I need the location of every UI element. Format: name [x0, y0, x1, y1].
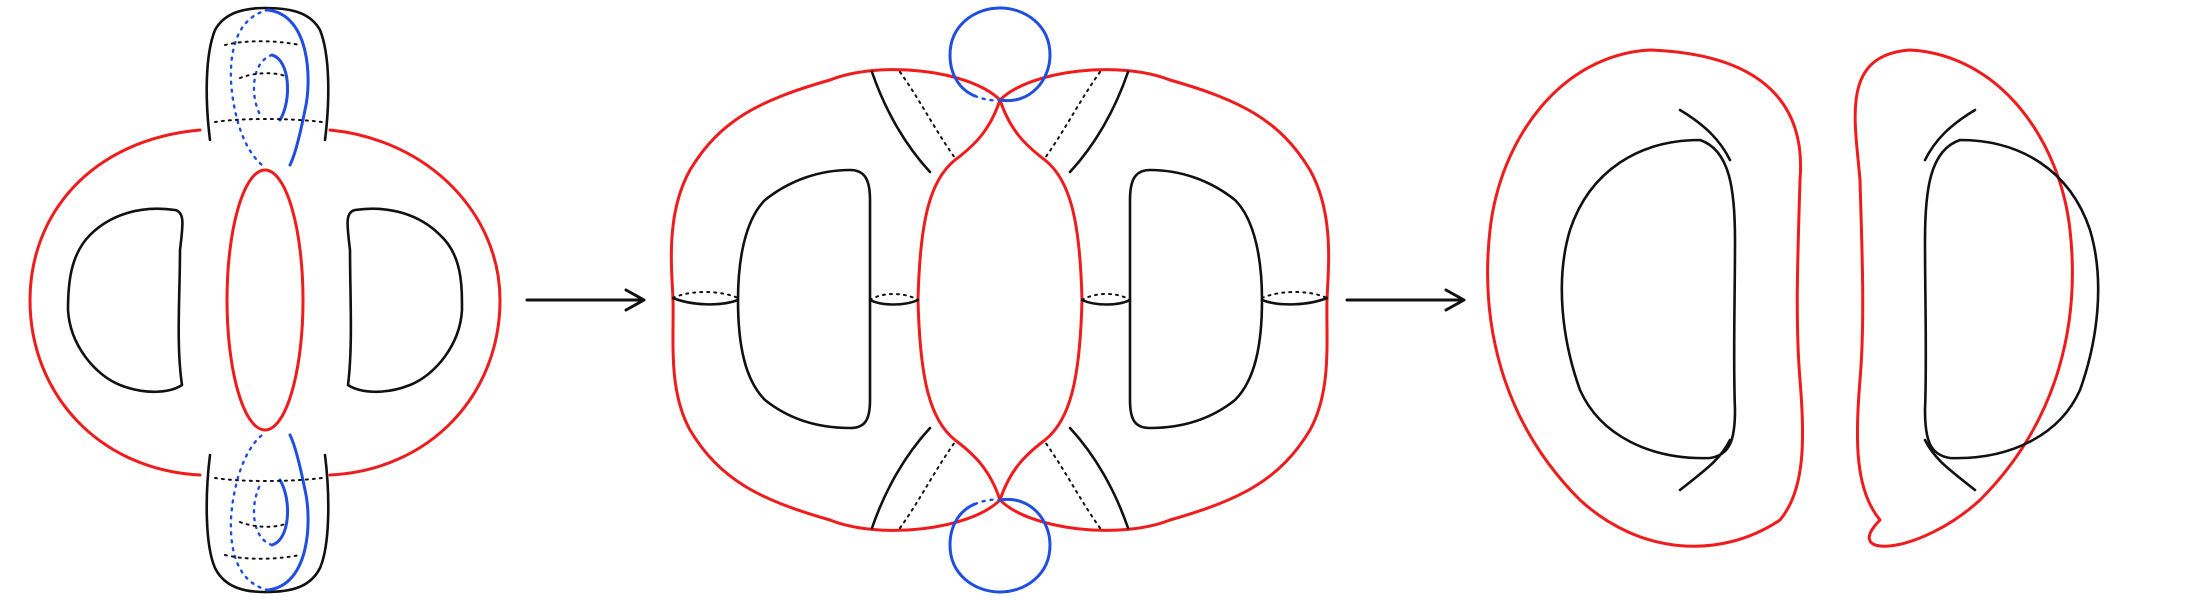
fold-bottom-left: [870, 426, 932, 530]
right-outer-neck-dotted: [1261, 291, 1328, 299]
left-surface-cut-top: [1678, 108, 1732, 162]
fold-top-right-dotted: [1044, 71, 1101, 159]
right-inner-neck-dotted: [1081, 293, 1131, 301]
top-blue-circle-dotted: [973, 94, 1002, 102]
right-outer-neck: [1260, 296, 1329, 306]
bottom-meridian-solid: [266, 433, 310, 592]
central-region: [916, 98, 1084, 502]
bottom-handle-dots-1: [224, 554, 301, 560]
top-blue-circle: [948, 6, 1052, 103]
left-outer-neck: [671, 296, 740, 306]
left-inner-neck: [868, 298, 920, 306]
top-handle-left-wall: [205, 6, 267, 142]
bottom-handle: [205, 433, 330, 594]
panel-two-resulting-surfaces: [1486, 48, 2100, 548]
fold-top-right: [1068, 70, 1130, 174]
right-inner-neck: [1080, 298, 1132, 306]
top-handle: [205, 6, 330, 167]
bottom-meridian-dotted: [229, 433, 270, 592]
outer-boundary: [669, 68, 1331, 532]
top-meridian-solid: [266, 8, 310, 167]
arrow-1-head: [624, 288, 646, 312]
right-surface-hole: [1923, 138, 2100, 460]
fold-bottom-left-dotted: [899, 441, 956, 529]
fold-top-left: [870, 70, 932, 174]
panel-degenerated-surface: [669, 6, 1331, 594]
top-handle-dots-2: [239, 72, 286, 79]
bottom-blue-circle: [948, 497, 1052, 594]
left-surface-hole: [1560, 138, 1737, 460]
outer-boundary-right: [328, 128, 502, 477]
left-hole: [736, 168, 872, 430]
right-hole: [1128, 168, 1264, 430]
left-surface-cut-bottom: [1678, 438, 1732, 492]
top-meridian-dotted: [229, 8, 270, 167]
panel-surface-with-handles: [28, 6, 502, 594]
top-handle-right-wall: [263, 6, 330, 142]
bottom-handle-dots-3: [214, 477, 323, 482]
arrow-2-head: [1444, 288, 1466, 312]
left-inner-neck-dotted: [869, 293, 919, 301]
right-hole: [346, 207, 464, 394]
bottom-handle-dots-2: [239, 521, 286, 528]
outer-boundary-left: [28, 128, 202, 477]
left-outer-neck-dotted: [672, 291, 739, 299]
top-handle-dots-1: [224, 40, 301, 46]
bottom-blue-circle-dotted: [973, 498, 1002, 506]
arrow-2: [1345, 288, 1466, 312]
right-surface-cut-top: [1923, 108, 1977, 162]
top-inner-loop-dotted: [252, 53, 274, 120]
top-handle-dots-3: [214, 118, 323, 123]
central-red-loop: [225, 168, 305, 432]
right-surface-boundary: [1853, 48, 2074, 548]
top-inner-loop: [270, 53, 290, 122]
arrow-1: [525, 288, 646, 312]
fold-top-left-dotted: [899, 71, 956, 159]
left-hole: [66, 207, 184, 394]
left-surface-boundary: [1486, 48, 1805, 548]
fold-bottom-right-dotted: [1044, 441, 1101, 529]
right-surface-cut-bottom: [1923, 438, 1977, 492]
fold-bottom-right: [1068, 426, 1130, 530]
bottom-handle-left-wall: [205, 453, 267, 594]
bottom-inner-loop-dotted: [252, 480, 274, 547]
bottom-handle-right-wall: [263, 453, 330, 594]
bottom-inner-loop: [270, 478, 290, 547]
